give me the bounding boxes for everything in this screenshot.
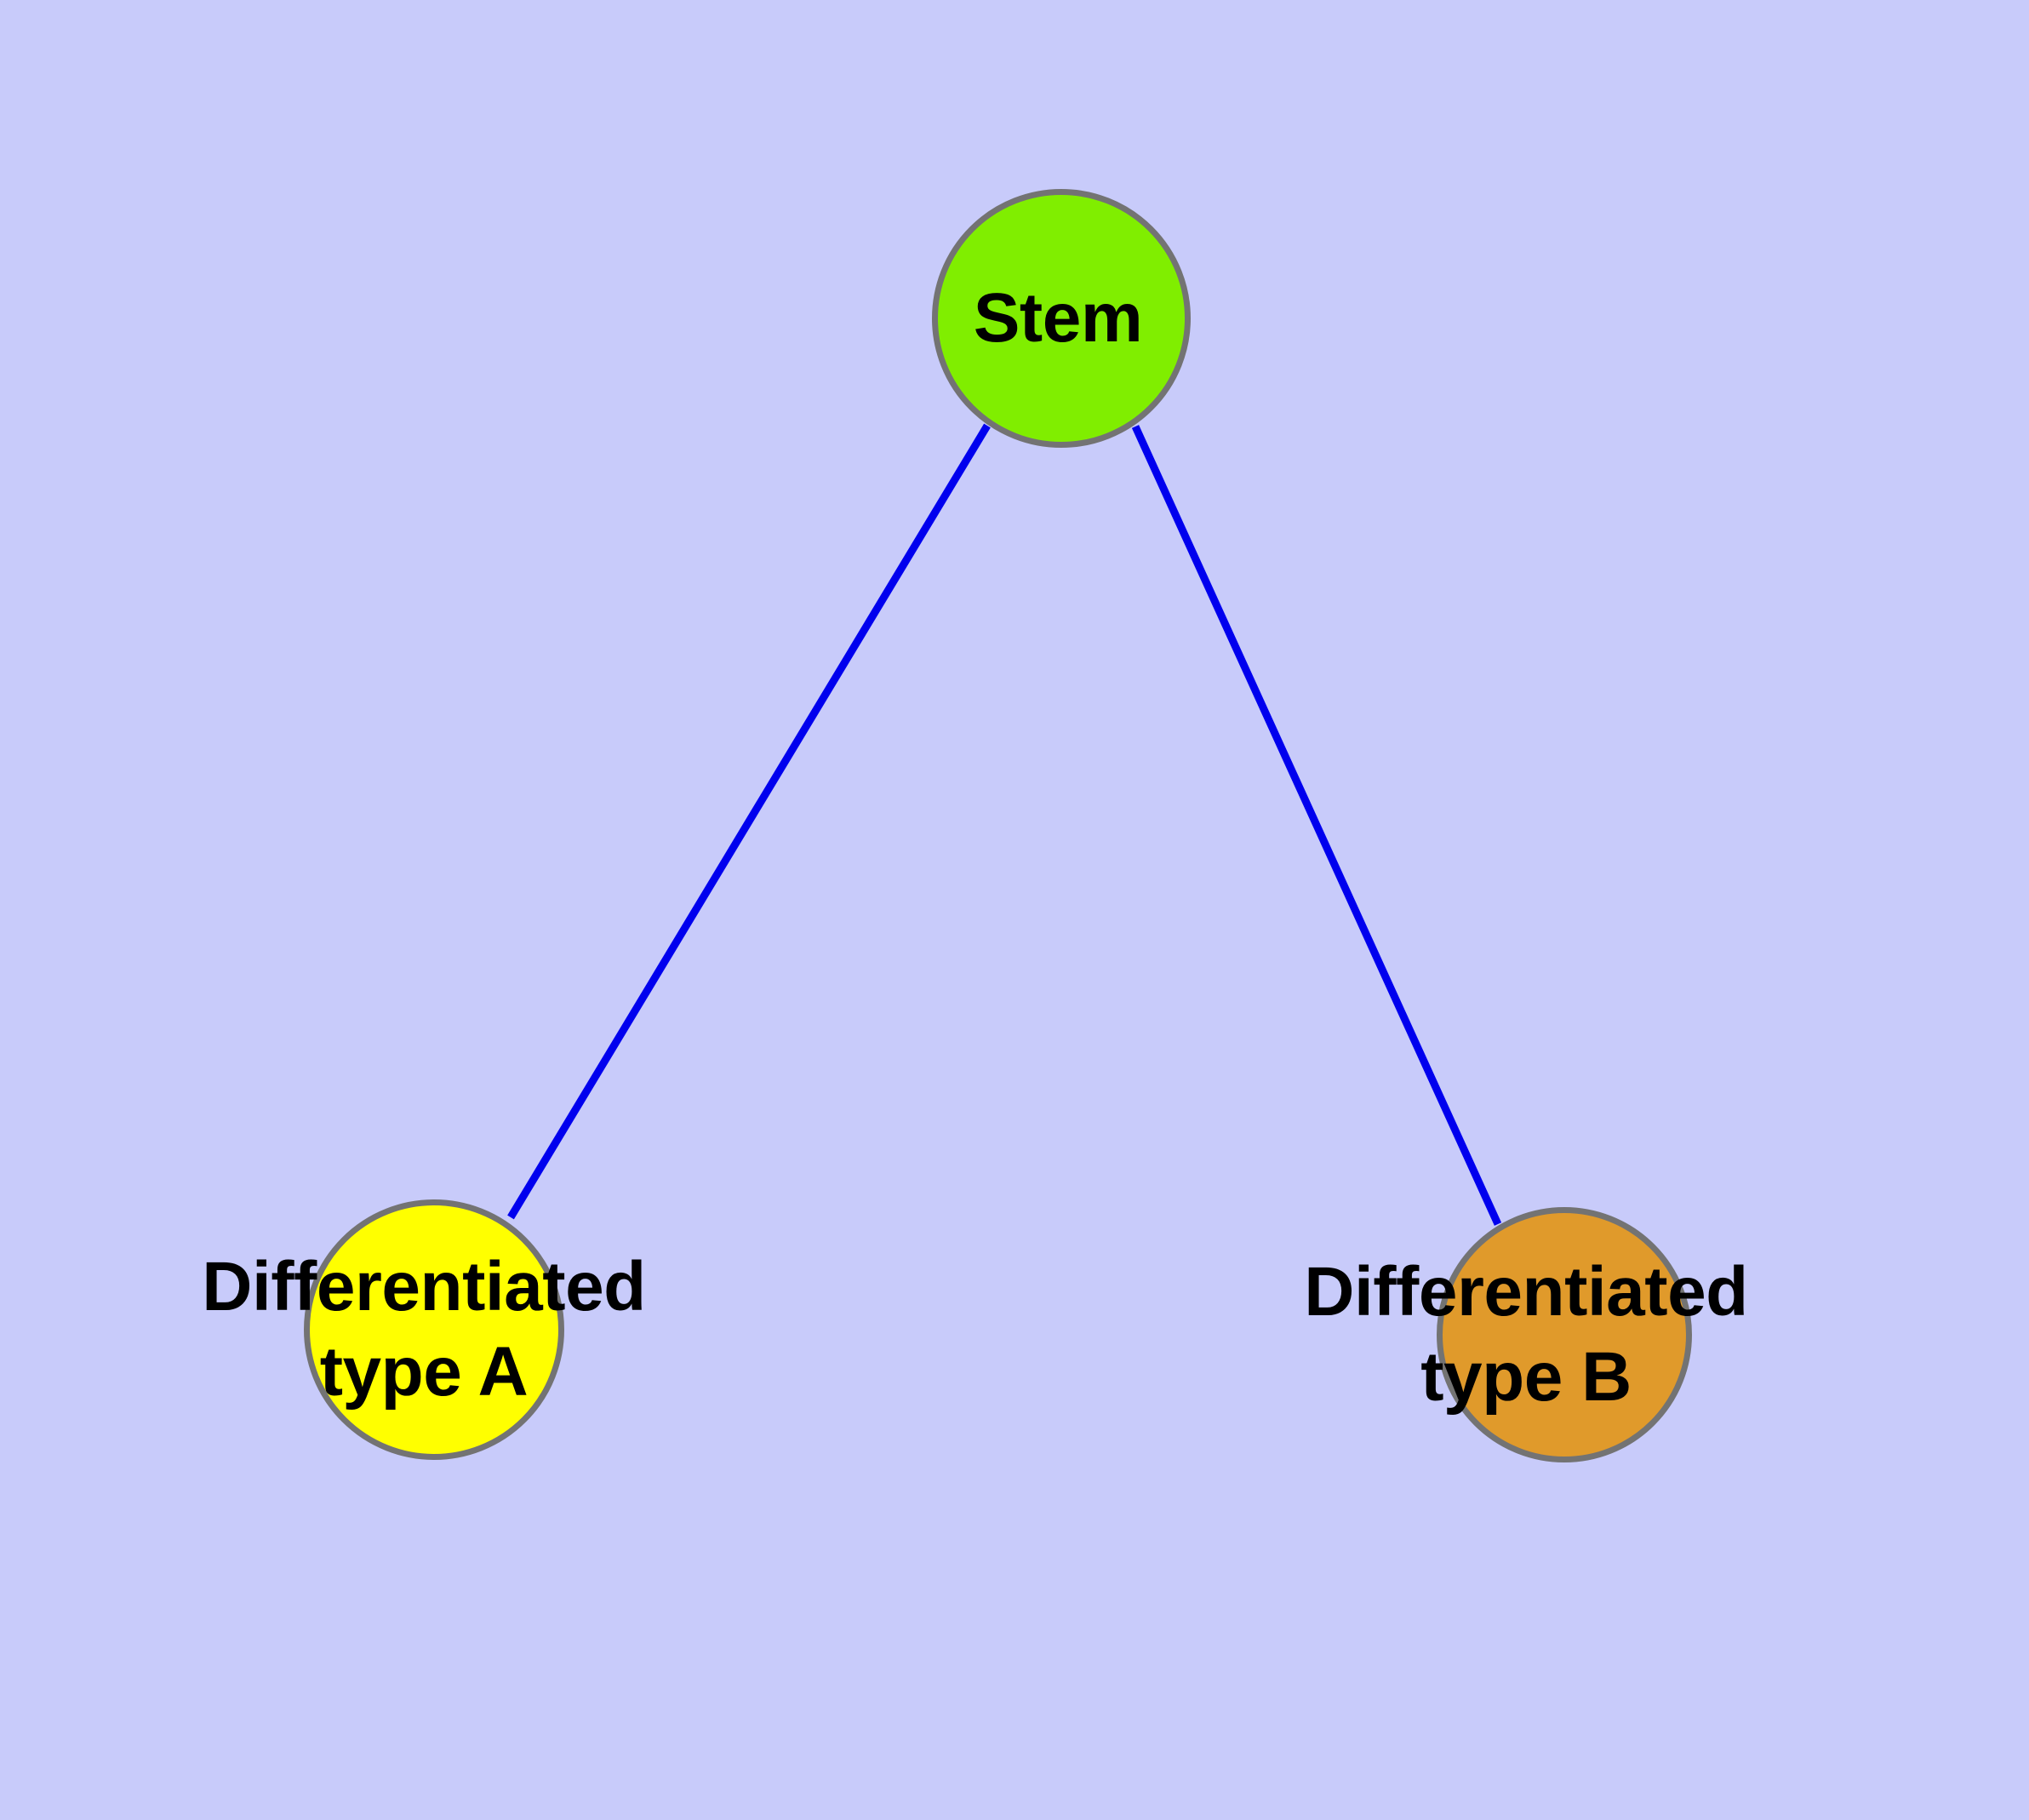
edge-stem-to-diff-a: [507, 423, 991, 1220]
node-circle-stem[interactable]: [932, 189, 1191, 448]
node-layer: [304, 189, 1692, 1462]
node-circle-diff-b[interactable]: [1437, 1207, 1692, 1462]
node-circle-diff-a[interactable]: [304, 1199, 564, 1460]
edge-layer: [507, 423, 1502, 1226]
edge-stem-to-diff-b: [1131, 425, 1502, 1226]
